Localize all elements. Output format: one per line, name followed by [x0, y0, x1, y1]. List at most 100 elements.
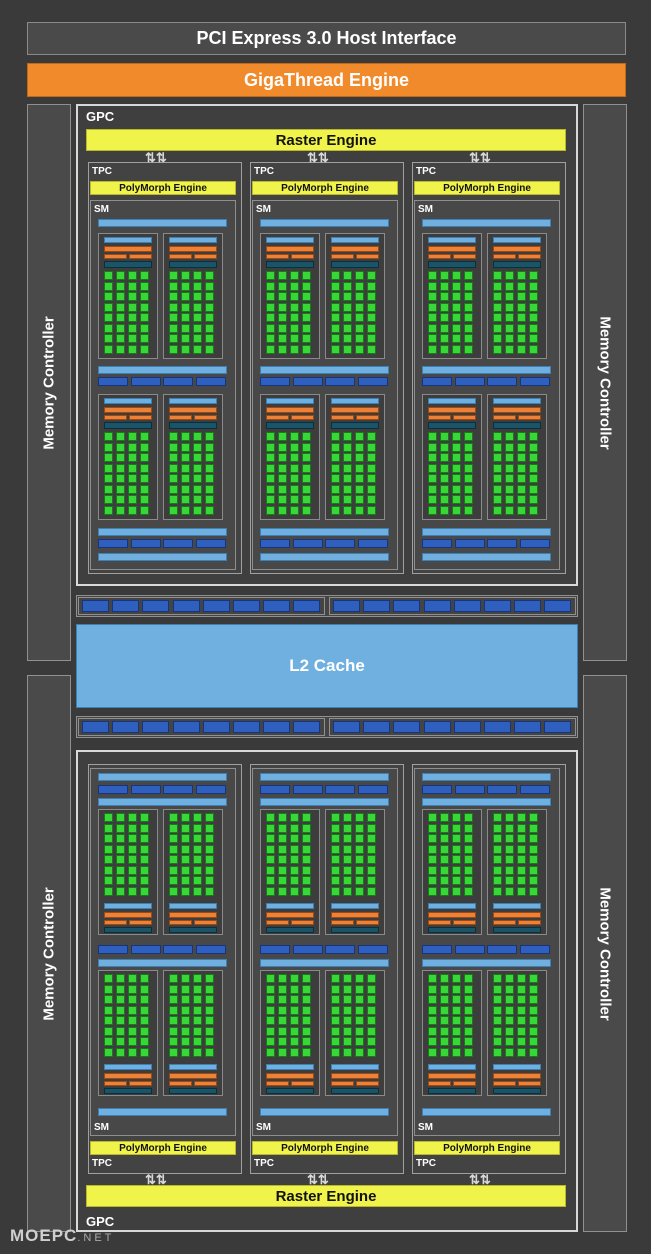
cuda-core	[355, 323, 364, 333]
cuda-core	[331, 442, 340, 452]
cuda-core	[140, 442, 149, 452]
warp-scheduler	[169, 246, 217, 252]
cuda-core	[116, 1005, 125, 1015]
cuda-core	[343, 495, 352, 504]
cuda-core	[116, 344, 125, 354]
l1-cache	[98, 1108, 227, 1116]
cuda-core	[128, 865, 137, 875]
dispatch-unit	[493, 415, 516, 420]
cuda-core	[493, 984, 502, 994]
up-down-arrows-icon: ⇅⇅	[469, 150, 491, 165]
instruction-buffer	[428, 398, 476, 404]
l1-cache	[422, 553, 551, 561]
cuda-core	[529, 1016, 538, 1025]
cuda-core	[493, 292, 502, 301]
cuda-core	[128, 313, 137, 322]
cuda-core	[517, 886, 526, 896]
cuda-core-array	[104, 432, 149, 515]
cuda-core	[290, 484, 299, 494]
cuda-core	[367, 823, 376, 833]
cuda-core	[116, 271, 125, 280]
cuda-core	[205, 505, 214, 515]
cuda-core	[140, 876, 149, 885]
cuda-core	[517, 334, 526, 343]
cuda-core	[193, 271, 202, 280]
cuda-core	[181, 834, 190, 843]
memory-controller-label: Memory Controller	[40, 886, 58, 1021]
instruction-buffer	[104, 398, 152, 404]
cuda-core-array	[266, 271, 311, 354]
cuda-core	[140, 855, 149, 864]
cuda-core	[493, 453, 502, 462]
cuda-core	[128, 1026, 137, 1036]
cuda-core	[452, 1047, 461, 1057]
cuda-core	[181, 281, 190, 291]
cuda-core	[205, 813, 214, 822]
texture-unit	[260, 377, 290, 386]
cuda-core	[278, 1026, 287, 1036]
cuda-core	[140, 813, 149, 822]
cuda-core-array	[428, 974, 473, 1057]
cuda-core	[452, 974, 461, 983]
cuda-core	[302, 302, 311, 312]
instruction-buffer	[428, 1064, 476, 1070]
cuda-core	[493, 463, 502, 473]
texture-unit	[519, 539, 550, 548]
register-file	[104, 422, 152, 429]
cuda-core	[452, 984, 461, 994]
cuda-core	[128, 995, 137, 1004]
dispatch-unit	[194, 1081, 217, 1086]
cuda-core	[452, 813, 461, 822]
cuda-core	[181, 432, 190, 441]
cuda-core	[355, 995, 364, 1004]
polymorph-engine: PolyMorph Engine	[252, 1141, 398, 1155]
cuda-core	[493, 855, 502, 864]
cuda-core	[128, 323, 137, 333]
register-file	[169, 1088, 217, 1094]
cuda-core	[169, 323, 178, 333]
cuda-core	[278, 463, 287, 473]
cuda-core	[181, 876, 190, 885]
cuda-core	[331, 302, 340, 312]
cuda-core	[505, 474, 514, 483]
cuda-core	[266, 442, 275, 452]
cuda-core	[493, 281, 502, 291]
cuda-core	[193, 302, 202, 312]
instruction-cache	[260, 219, 389, 227]
memory-interface-unit	[333, 721, 360, 733]
cuda-core	[505, 844, 514, 854]
cuda-core	[355, 984, 364, 994]
cuda-core	[440, 855, 449, 864]
cuda-core	[464, 823, 473, 833]
cuda-core	[505, 463, 514, 473]
cuda-core	[140, 474, 149, 483]
cuda-core	[331, 1037, 340, 1046]
cuda-core	[104, 442, 113, 452]
cuda-core	[452, 463, 461, 473]
cuda-core	[181, 495, 190, 504]
tpc-label: TPC	[254, 166, 274, 177]
cuda-core	[529, 323, 538, 333]
cuda-core	[529, 484, 538, 494]
cuda-core	[278, 281, 287, 291]
cuda-core	[355, 292, 364, 301]
cuda-core	[128, 442, 137, 452]
cuda-core	[493, 1037, 502, 1046]
cuda-core	[440, 505, 449, 515]
cuda-core	[104, 974, 113, 983]
cuda-core	[193, 1026, 202, 1036]
cuda-core	[302, 1037, 311, 1046]
cuda-core	[517, 463, 526, 473]
texture-unit	[98, 785, 128, 794]
cuda-core	[440, 876, 449, 885]
warp-scheduler	[104, 246, 152, 252]
cuda-core	[493, 834, 502, 843]
cuda-core	[205, 313, 214, 322]
cuda-core	[205, 442, 214, 452]
cuda-core	[517, 876, 526, 885]
cuda-core	[266, 313, 275, 322]
memory-controller-right-bottom: Memory Controller	[583, 675, 627, 1232]
cuda-core	[266, 292, 275, 301]
cuda-core	[278, 442, 287, 452]
cuda-core	[355, 813, 364, 822]
